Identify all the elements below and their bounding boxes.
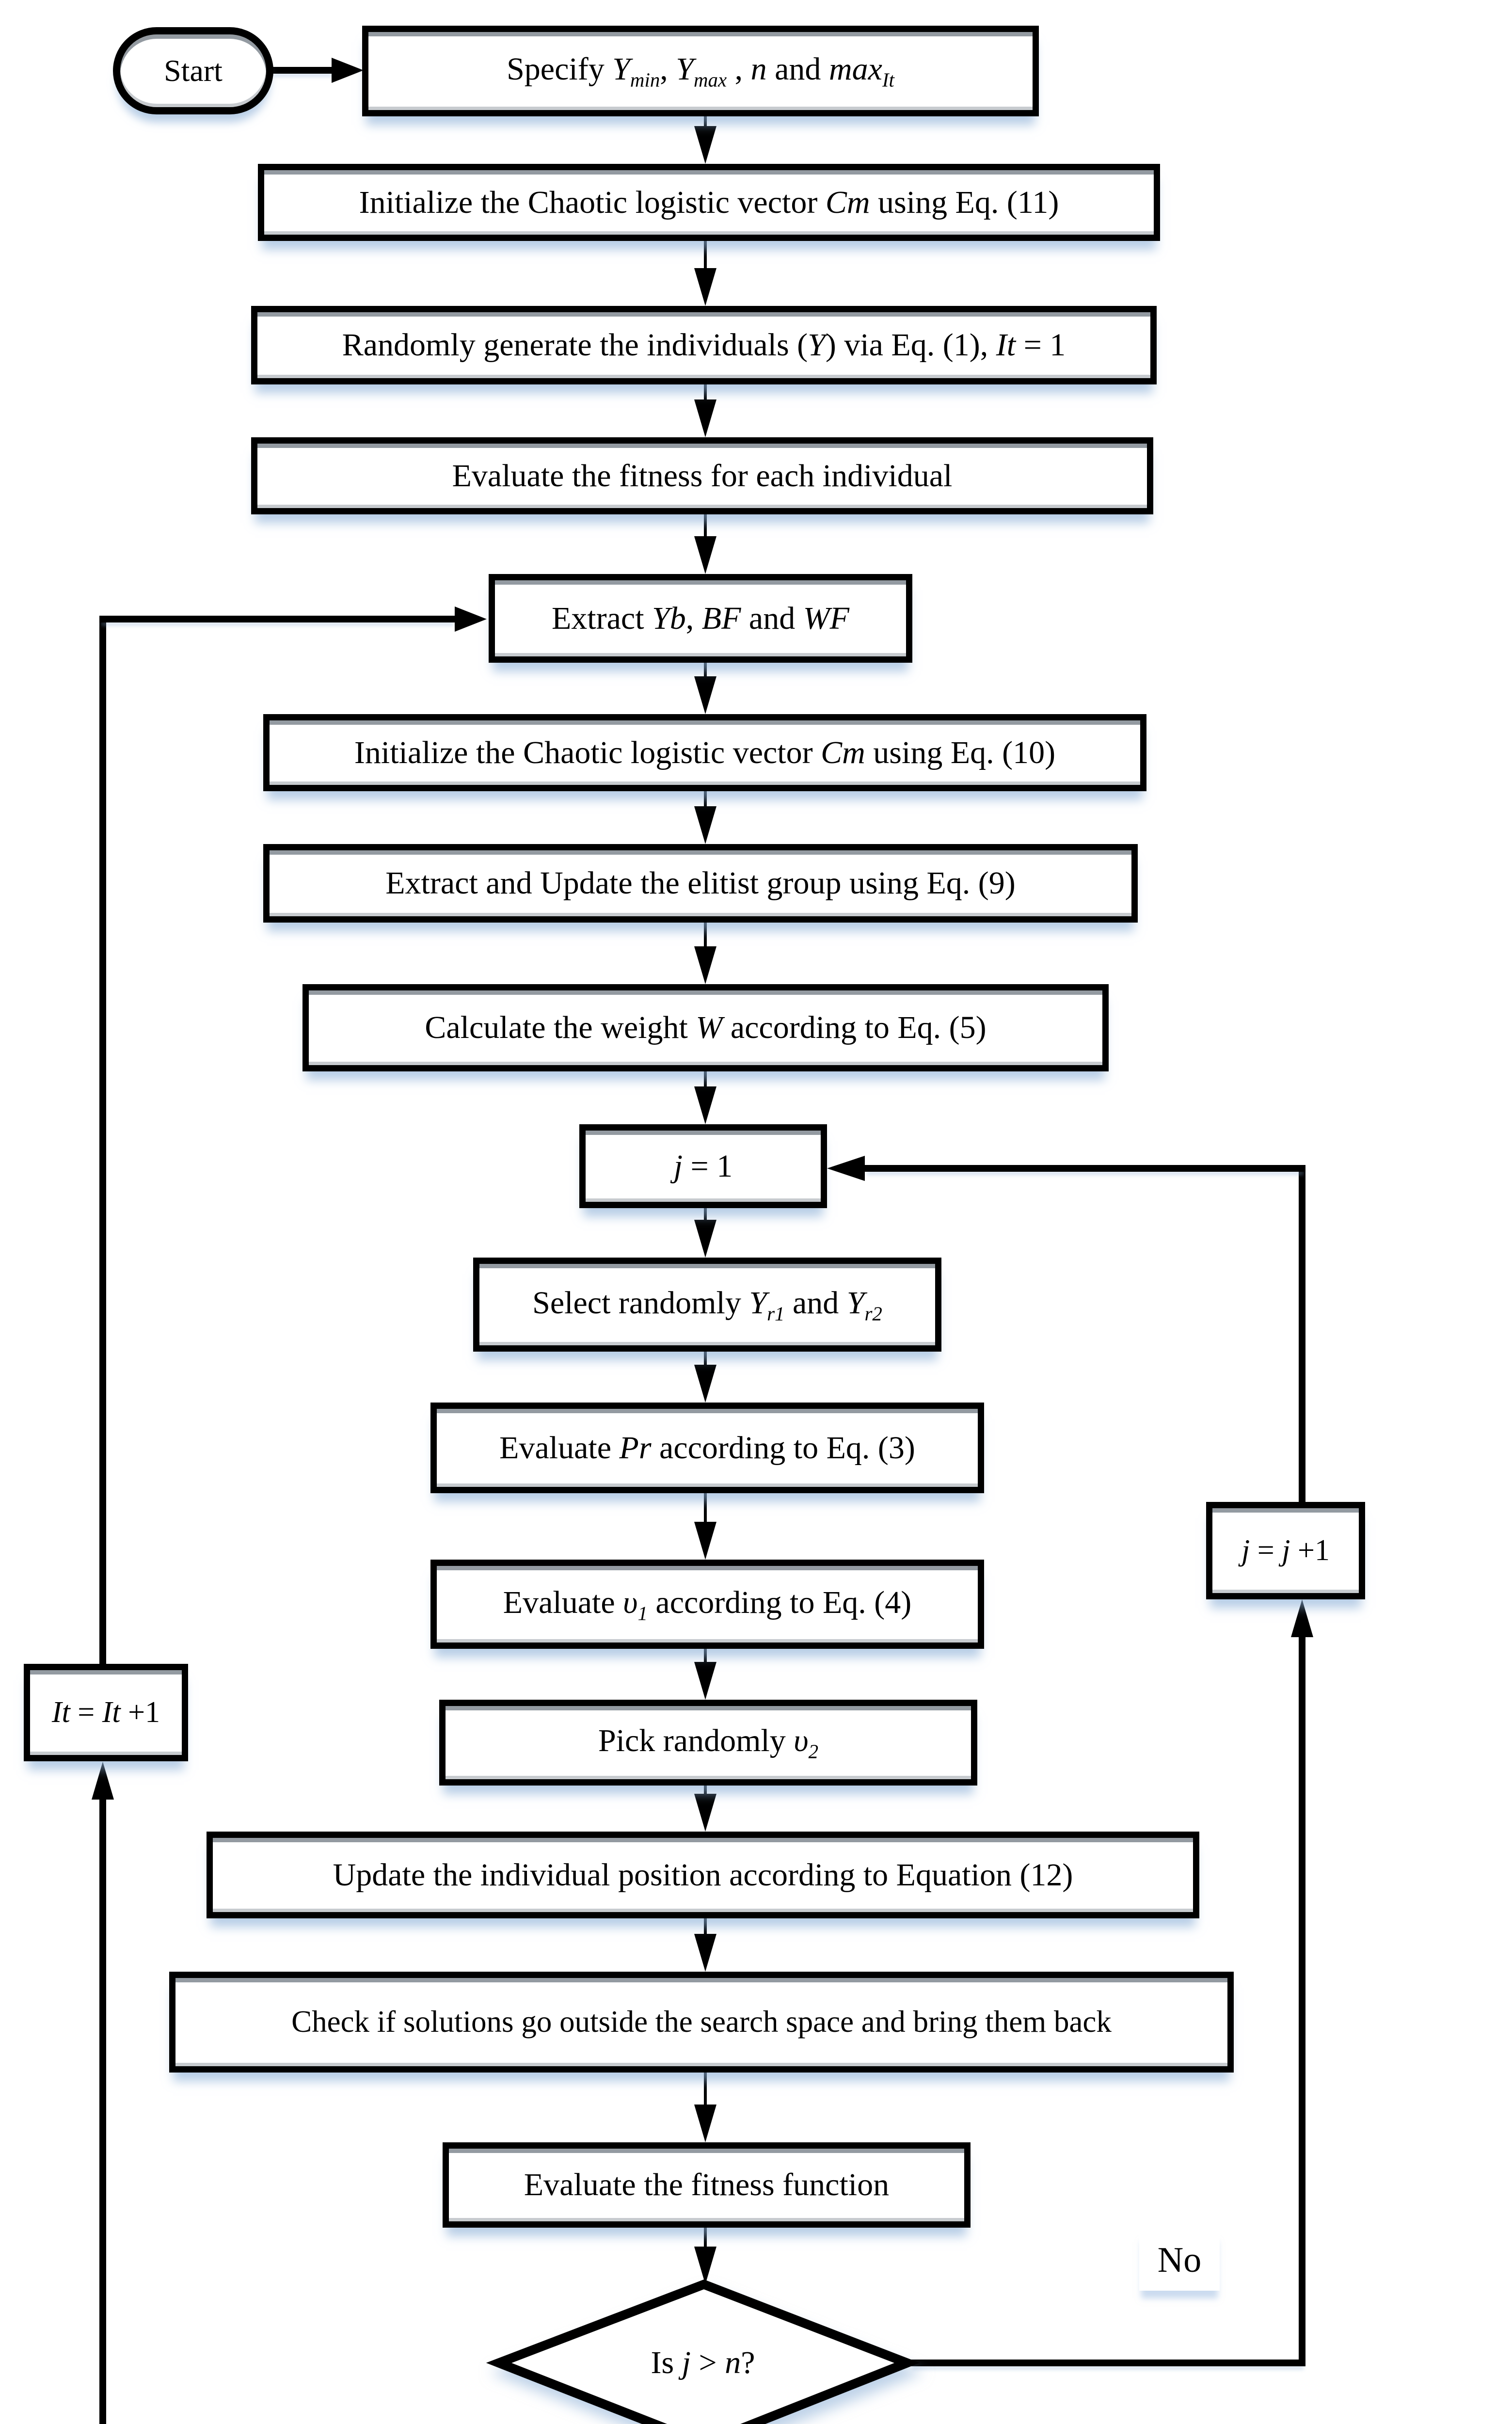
connector-update-check	[704, 1917, 707, 1936]
node-j-increment: j = j +1	[1206, 1502, 1365, 1599]
arrowhead-update-check	[694, 1934, 716, 1972]
j-increment-label: j = j +1	[1241, 1534, 1330, 1567]
node-specify-parameters: Specify Ymin, Ymax , n and maxIt	[362, 26, 1039, 116]
decision-j-label: Is j > n?	[651, 2345, 755, 2381]
node-evaluate-fitness-function: Evaluate the fitness function	[443, 2142, 971, 2228]
node-check-search-space: Check if solutions go outside the search…	[169, 1972, 1234, 2073]
node-init-chaotic-vector-eq10: Initialize the Chaotic logistic vector C…	[263, 714, 1146, 791]
connector-fitfunc-decision1	[704, 2227, 707, 2249]
label-no-right: No	[1139, 2230, 1220, 2291]
decision-j-greater-n-shape	[486, 2279, 920, 2424]
connector-specify-init11	[704, 113, 707, 129]
evaluate-pr-label: Evaluate Pr according to Eq. (3)	[499, 1430, 915, 1466]
arrowhead-jinit-select	[694, 1220, 716, 1258]
extract-label: Extract Yb, BF and WF	[551, 600, 849, 636]
decision-j-greater-n: Is j > n?	[533, 2336, 873, 2390]
start-label: Start	[164, 53, 223, 88]
specify-label: Specify Ymin, Ymax , n and maxIt	[507, 51, 894, 91]
node-init-chaotic-vector-eq11: Initialize the Chaotic logistic vector C…	[258, 164, 1160, 241]
arrowhead-specify-init11	[694, 126, 716, 164]
arrowhead-fitness-extract	[694, 536, 716, 574]
arrowhead-weight-jinit	[694, 1086, 716, 1124]
check-bounds-label: Check if solutions go outside the search…	[291, 2005, 1112, 2039]
connector-generate-fitness	[704, 383, 707, 402]
j-init-label: j = 1	[673, 1148, 733, 1184]
arrowhead-select-pr	[694, 1365, 716, 1403]
connector-fitness-extract	[704, 513, 707, 538]
arrowhead-elitist-weight	[694, 946, 716, 984]
init-eq11-label: Initialize the Chaotic logistic vector C…	[359, 184, 1059, 220]
select-label: Select randomly Yr1 and Yr2	[532, 1285, 882, 1325]
node-pick-u2: Pick randomly υ2	[439, 1700, 977, 1786]
arrowhead-u2-update	[694, 1794, 716, 1832]
node-j-init: j = 1	[579, 1124, 827, 1208]
node-calculate-weight: Calculate the weight W according to Eq. …	[302, 984, 1109, 1071]
connector-u2-update	[704, 1785, 707, 1795]
connector-elitist-weight	[704, 921, 707, 948]
fitness-function-label: Evaluate the fitness function	[524, 2167, 890, 2203]
arrowhead-fitfunc-decision1	[694, 2247, 716, 2284]
arrowhead-into-extract	[455, 606, 487, 632]
connector-weight-jinit	[704, 1070, 707, 1088]
connector-start-specify	[271, 67, 334, 74]
node-it-increment: It = It +1	[24, 1664, 188, 1761]
node-evaluate-fitness-individuals: Evaluate the fitness for each individual	[251, 437, 1153, 514]
connector-loop-to-extract	[99, 616, 456, 622]
connector-jinit-select	[704, 1207, 707, 1222]
connector-no-up-to-jincrement	[1299, 1637, 1305, 2366]
generate-label: Randomly generate the individuals (Y) vi…	[342, 327, 1066, 363]
weight-label: Calculate the weight W according to Eq. …	[425, 1010, 987, 1046]
connector-init10-elitist	[704, 790, 707, 808]
arrowhead-check-fitfunc	[694, 2105, 716, 2142]
node-evaluate-u1: Evaluate υ1 according to Eq. (4)	[430, 1560, 984, 1649]
connector-u1-u2	[704, 1648, 707, 1664]
no-right-text: No	[1157, 2240, 1202, 2280]
connector-select-pr	[704, 1351, 707, 1367]
fitness-each-label: Evaluate the fitness for each individual	[452, 458, 953, 494]
update-position-label: Update the individual position according…	[333, 1857, 1073, 1893]
connector-loop-to-jinit	[865, 1165, 1305, 1172]
connector-no-up-to-itincrement	[99, 1800, 106, 2424]
node-select-randomly: Select randomly Yr1 and Yr2	[473, 1258, 941, 1352]
node-start: Start	[113, 27, 273, 114]
node-extract-yb-bf-wf: Extract Yb, BF and WF	[489, 574, 912, 663]
node-update-elitist-group: Extract and Update the elitist group usi…	[263, 844, 1138, 923]
evaluate-u1-label: Evaluate υ1 according to Eq. (4)	[503, 1584, 912, 1625]
arrowhead-u1-u2	[694, 1662, 716, 1700]
pick-u2-label: Pick randomly υ2	[598, 1723, 819, 1763]
elitist-label: Extract and Update the elitist group usi…	[385, 865, 1016, 901]
arrowhead-into-itincrement	[92, 1762, 114, 1800]
connector-itincrement-up	[99, 616, 106, 1664]
arrowhead-extract-init10	[694, 676, 716, 714]
connector-extract-init10	[704, 661, 707, 678]
node-evaluate-pr: Evaluate Pr according to Eq. (3)	[430, 1403, 984, 1493]
arrowhead-into-jinit	[827, 1156, 865, 1181]
init-eq10-label: Initialize the Chaotic logistic vector C…	[354, 734, 1056, 770]
connector-jincrement-up	[1299, 1165, 1305, 1502]
arrowhead-start-specify	[332, 58, 364, 83]
connector-pr-u1	[704, 1492, 707, 1524]
arrowhead-init10-elitist	[694, 806, 716, 844]
arrowhead-generate-fitness	[694, 399, 716, 437]
it-increment-label: It = It +1	[51, 1696, 160, 1729]
arrowhead-pr-u1	[694, 1522, 716, 1560]
connector-decision1-no-horizontal	[910, 2360, 1305, 2366]
node-generate-individuals: Randomly generate the individuals (Y) vi…	[251, 306, 1157, 384]
connector-init11-generate	[704, 241, 707, 271]
node-update-position: Update the individual position according…	[207, 1832, 1199, 1918]
arrowhead-into-jincrement	[1291, 1599, 1313, 1637]
connector-check-fitfunc	[704, 2072, 707, 2106]
arrowhead-init11-generate	[694, 268, 716, 306]
